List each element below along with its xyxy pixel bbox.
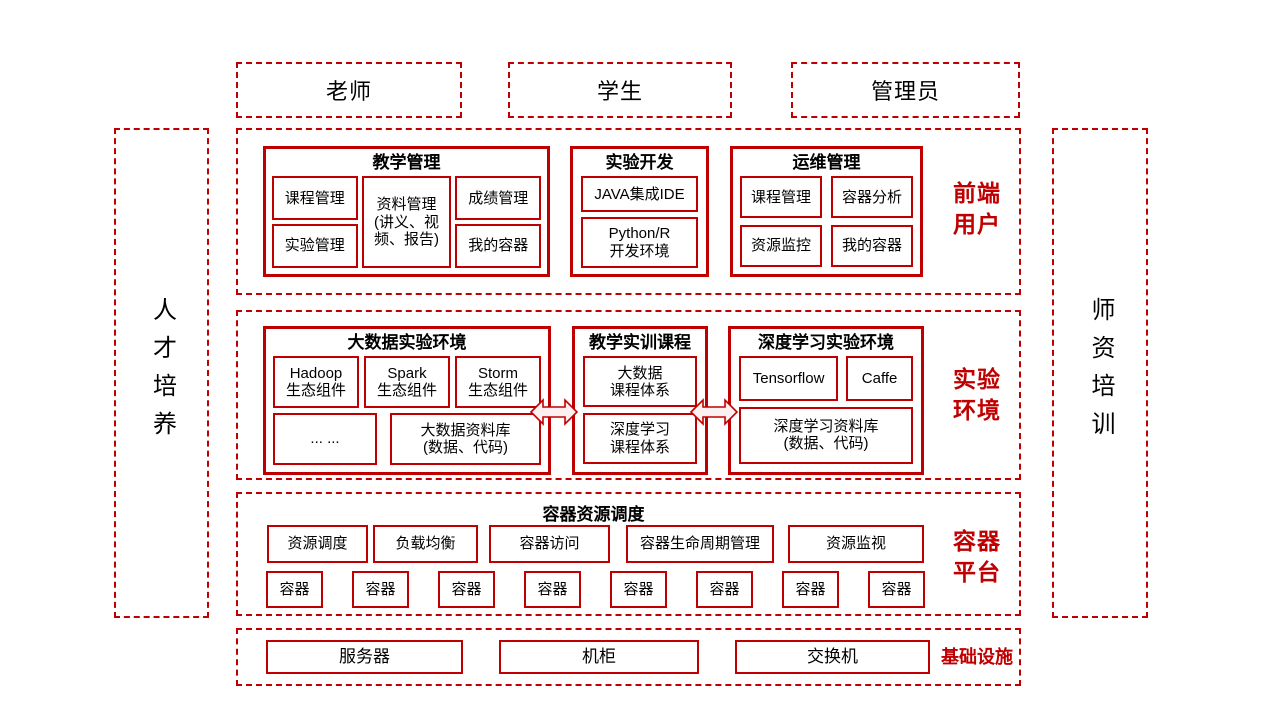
group-title: 实验开发 [605,153,674,172]
group-body: 课程管理 实验管理 资料管理 (讲义、视频、报告) 成绩管理 我的容器 [266,176,547,274]
item-container: 容器 [868,571,925,608]
item-switch: 交换机 [735,640,930,674]
item-more-components: ... ... [273,413,377,466]
section-label-container-platform: 容器 平台 [953,528,1001,586]
item-container-analysis: 容器分析 [831,176,913,219]
item-java-ide: JAVA集成IDE [581,176,698,213]
item-material-management: 资料管理 (讲义、视频、报告) [361,176,452,268]
item-container-lifecycle-management: 容器生命周期管理 [626,525,774,563]
column: 资料管理 (讲义、视频、报告) [361,176,452,268]
side-box-teacher-training: 师资培训 [1052,128,1148,618]
group-body: 课程管理 容器分析 资源监控 我的容器 [733,176,920,274]
group-title: 深度学习实验环境 [758,333,894,352]
section-title-container-scheduling: 容器资源调度 [542,505,645,524]
group-teaching-management: 教学管理 课程管理 实验管理 资料管理 (讲义、视频、报告) 成绩管理 我的容器 [263,146,550,277]
item-course-management: 课程管理 [272,176,358,221]
section-label-frontend-users: 前端 用户 [953,180,1001,238]
container-row: 容器 容器 容器 容器 容器 容器 容器 容器 [266,571,925,608]
item-resource-monitoring: 资源监控 [740,225,822,267]
column: 成绩管理 我的容器 [455,176,542,269]
group-body: JAVA集成IDE Python/R 开发环境 [573,176,706,274]
double-arrow-icon [530,398,578,426]
item-resource-scheduling: 资源调度 [267,525,368,563]
section-label-infrastructure: 基础设施 [941,647,1013,667]
section-infrastructure: 服务器 机柜 交换机 基础设施 [236,628,1021,686]
group-title: 教学实训课程 [589,333,691,352]
item-resource-monitoring: 资源监视 [788,525,924,563]
group-training-courses: 教学实训课程 大数据 课程体系 深度学习 课程体系 [572,326,708,475]
item-container: 容器 [352,571,409,608]
double-arrow-icon [690,398,738,426]
item-storm: Storm 生态组件 [455,356,541,409]
group-ops-management: 运维管理 课程管理 容器分析 资源监控 我的容器 [730,146,923,277]
persona-label: 学生 [596,79,643,104]
item-caffe: Caffe [846,356,913,401]
group-body: Tensorflow Caffe 深度学习资料库 (数据、代码) [731,356,921,472]
persona-label: 管理员 [870,79,940,104]
persona-box-teacher: 老师 [236,62,462,118]
item-rack: 机柜 [499,640,699,674]
row: Tensorflow Caffe [739,356,913,401]
group-bigdata-environment: 大数据实验环境 Hadoop 生态组件 Spark 生态组件 Storm 生态组… [263,326,551,475]
group-experiment-development: 实验开发 JAVA集成IDE Python/R 开发环境 [570,146,709,277]
item-container-access: 容器访问 [489,525,610,563]
item-container: 容器 [782,571,839,608]
item-course-management: 课程管理 [740,176,822,219]
item-server: 服务器 [266,640,463,674]
item-bigdata-curriculum: 大数据 课程体系 [583,356,697,408]
group-title: 大数据实验环境 [347,333,467,352]
group-title: 运维管理 [792,153,861,172]
group-deeplearning-environment: 深度学习实验环境 Tensorflow Caffe 深度学习资料库 (数据、代码… [728,326,924,475]
section-container-platform: 容器资源调度 资源调度 负载均衡 容器访问 容器生命周期管理 资源监视 容器 容… [236,492,1021,616]
row: ... ... 大数据资料库 (数据、代码) [273,413,541,466]
group-body: 大数据 课程体系 深度学习 课程体系 [575,356,705,472]
column: 课程管理 实验管理 [272,176,358,269]
item-bigdata-repository: 大数据资料库 (数据、代码) [390,413,541,466]
item-hadoop: Hadoop 生态组件 [273,356,359,409]
item-container: 容器 [610,571,667,608]
group-body: Hadoop 生态组件 Spark 生态组件 Storm 生态组件 ... ..… [266,356,548,472]
item-experiment-management: 实验管理 [272,224,358,269]
section-frontend-users: 教学管理 课程管理 实验管理 资料管理 (讲义、视频、报告) 成绩管理 我的容器… [236,128,1021,295]
side-box-talent-cultivation: 人才培养 [114,128,209,618]
item-deeplearning-repository: 深度学习资料库 (数据、代码) [739,406,913,464]
item-my-container: 我的容器 [831,225,913,267]
item-container: 容器 [524,571,581,608]
persona-label: 老师 [325,79,372,104]
item-spark: Spark 生态组件 [364,356,450,409]
side-box-label: 师资培训 [1087,297,1114,449]
item-container: 容器 [266,571,323,608]
item-python-r-env: Python/R 开发环境 [581,217,698,268]
item-tensorflow: Tensorflow [739,356,839,401]
item-load-balancing: 负载均衡 [373,525,478,563]
persona-box-student: 学生 [508,62,732,118]
item-container: 容器 [696,571,753,608]
section-experiment-environment: 大数据实验环境 Hadoop 生态组件 Spark 生态组件 Storm 生态组… [236,310,1021,480]
section-label-experiment-environment: 实验 环境 [953,366,1001,424]
item-my-container: 我的容器 [455,224,542,269]
item-deeplearning-curriculum: 深度学习 课程体系 [583,413,697,465]
item-grade-management: 成绩管理 [455,176,542,221]
group-title: 教学管理 [372,153,441,172]
persona-box-admin: 管理员 [791,62,1020,118]
side-box-label: 人才培养 [148,297,176,449]
item-container: 容器 [438,571,495,608]
row: Hadoop 生态组件 Spark 生态组件 Storm 生态组件 [273,356,541,409]
